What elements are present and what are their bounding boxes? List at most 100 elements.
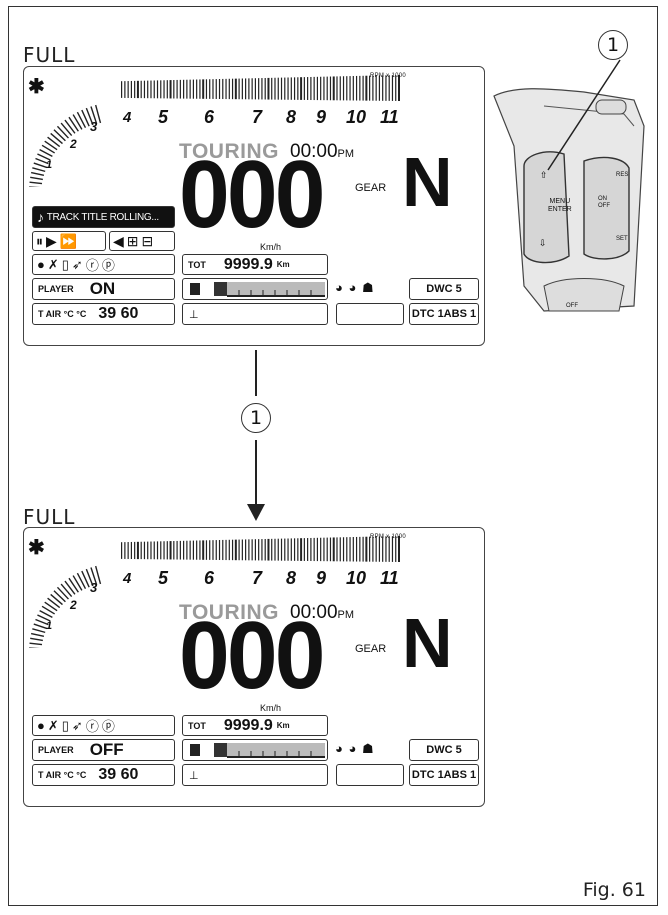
- bluetooth-icon: ✱: [28, 537, 45, 559]
- volume-down-icon: ⊟: [141, 232, 154, 249]
- rpm-tick-10: 10: [346, 568, 367, 588]
- player-controls: ⏸ ▶ ⏩: [32, 231, 106, 251]
- switch-on-off: ON OFF: [598, 196, 610, 209]
- heating-box: ⊥: [182, 303, 328, 325]
- figure-frame: [8, 6, 658, 906]
- set-label: SET: [616, 236, 628, 242]
- rider-headset-icon: ⓡ: [85, 719, 99, 734]
- heated-grip-icon: ⊥: [189, 769, 199, 782]
- clock: 00:00PM: [290, 141, 354, 163]
- clock: 00:00PM: [290, 602, 354, 624]
- up-arrow-icon: ⇧: [540, 171, 548, 181]
- fast-forward-icon: ⏩: [59, 232, 78, 249]
- dtc-abs-box: DTC 1ABS 1: [409, 764, 479, 786]
- play-icon: ▶: [46, 232, 57, 249]
- player-status-box: PLAYER OFF: [32, 739, 175, 761]
- fuel-gauge: [182, 739, 328, 761]
- passenger-headset-icon: ⓟ: [101, 719, 115, 734]
- track-title-box: ♪ TRACK TITLE ROLLING...: [32, 206, 175, 228]
- rider-headset-icon: ⓡ: [85, 258, 99, 273]
- riding-mode: TOURING: [179, 140, 279, 163]
- handlebar-switch-illustration: ⇧ ⇩: [493, 88, 645, 312]
- pause-icon: ⏸: [36, 232, 43, 249]
- odometer-box: TOT 9999.9 Km: [182, 254, 328, 275]
- rpm-tick-1: 1: [46, 620, 53, 632]
- clock-time: 00:00: [290, 141, 338, 162]
- rpm-tick-1: 1: [46, 159, 53, 171]
- dwc-box: DWC 5: [409, 278, 479, 300]
- empty-box: [336, 764, 404, 786]
- rpm-arc: [29, 75, 400, 187]
- rpm-tick-7: 7: [252, 568, 263, 588]
- music-note-icon: ♪: [37, 209, 44, 225]
- passenger-helmet-icon: ◕: [348, 741, 358, 756]
- rpm-tick-7: 7: [252, 107, 263, 127]
- dtc-abs-box: DTC 1ABS 1: [409, 303, 479, 325]
- volume-controls: ◀ ⊞ ⊟: [109, 231, 175, 251]
- rpm-tick-6: 6: [204, 107, 215, 127]
- enter-label: ENTER: [548, 205, 572, 213]
- chat-icon: ●: [37, 257, 45, 272]
- volume-icon: ◀: [113, 232, 124, 249]
- dashboard-display-1: ✱ RPM x 1000 1 2 3 4 5 6 7 8 9 10 11 TOU…: [23, 66, 485, 346]
- rpm-tick-5: 5: [158, 107, 169, 127]
- rpm-unit-label: RPM x 1000: [369, 534, 406, 540]
- rpm-tick-8: 8: [286, 568, 297, 588]
- phone-icon: ▯: [61, 256, 69, 272]
- chat-icon: ●: [37, 718, 45, 733]
- phone-off-icon: ✗: [47, 717, 59, 733]
- odometer-value: 9999.9: [223, 716, 273, 734]
- profile-icons: ◕ ◕ ☗: [335, 741, 375, 757]
- bluetooth-icon: ✱: [28, 76, 45, 98]
- odometer-unit: Km: [276, 721, 290, 730]
- speed-unit: Km/h: [260, 703, 282, 713]
- gear-value: N: [402, 604, 453, 682]
- phone-icon: ▯: [61, 717, 69, 733]
- player-status-box: PLAYER ON: [32, 278, 175, 300]
- navigation-icon: ➶: [71, 256, 83, 272]
- rpm-tick-2: 2: [70, 137, 77, 151]
- panel2-label: FULL: [23, 505, 76, 529]
- rpm-tick-11: 11: [380, 107, 399, 127]
- gear-value: N: [402, 143, 453, 221]
- rpm-tick-11: 11: [380, 568, 399, 588]
- navigation-icon: ➶: [71, 717, 83, 733]
- player-label: PLAYER: [38, 745, 74, 755]
- rpm-tick-2: 2: [70, 598, 77, 612]
- rpm-tick-4: 4: [123, 109, 132, 126]
- status-icons: ● ✗ ▯ ➶ ⓡ ⓟ: [32, 715, 175, 736]
- rpm-tick-4: 4: [123, 570, 132, 587]
- rpm-tick-3: 3: [90, 580, 98, 595]
- rpm-tick-10: 10: [346, 107, 367, 127]
- speed-value: 000: [179, 602, 325, 709]
- air-temp-value: 39 60: [98, 305, 139, 322]
- rpm-tick-9: 9: [316, 568, 327, 588]
- callout-marker-1-top: 1: [598, 30, 628, 60]
- rpm-tick-9: 9: [316, 107, 327, 127]
- rpm-tick-3: 3: [90, 119, 98, 134]
- luggage-icon: ☗: [361, 280, 375, 295]
- rpm-arc: [29, 536, 400, 648]
- air-temp-box: T AIR °C °C 39 60: [32, 764, 175, 786]
- rider-helmet-icon: ◕: [335, 741, 344, 756]
- air-temp-label: T AIR °C °C: [38, 309, 87, 319]
- player-value: ON: [89, 279, 116, 298]
- menu-label: MENU: [549, 198, 571, 205]
- air-temp-value: 39 60: [98, 766, 139, 783]
- fuel-gauge-bar: [190, 743, 325, 758]
- clock-time: 00:00: [290, 602, 338, 623]
- dwc-box: DWC 5: [409, 739, 479, 761]
- heating-box: ⊥: [182, 764, 328, 786]
- figure-caption: Fig. 61: [582, 879, 646, 901]
- odometer-unit: Km: [276, 260, 290, 269]
- dashboard-display-2: ✱ RPM x 1000 1 2 3 4 5 6 7 8 9 10 11 TOU…: [23, 527, 485, 807]
- off-label: OFF: [598, 202, 610, 209]
- profile-icons: ◕ ◕ ☗: [335, 280, 375, 296]
- clock-suffix: PM: [337, 148, 355, 160]
- on-label: ON: [598, 196, 607, 202]
- panel1-label: FULL: [23, 43, 76, 67]
- gear-label: GEAR: [355, 643, 387, 655]
- rpm-tick-6: 6: [204, 568, 215, 588]
- empty-box: [336, 303, 404, 325]
- down-arrow-icon: ⇩: [539, 239, 547, 249]
